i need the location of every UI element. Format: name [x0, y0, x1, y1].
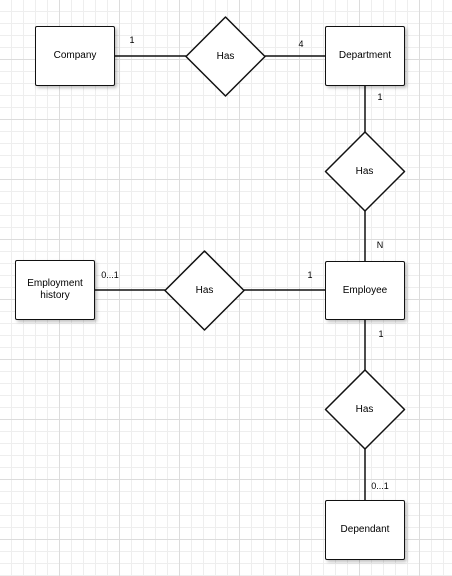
entity-company[interactable]: Company — [35, 26, 115, 86]
relationship-diamond-employee-dependant — [324, 369, 406, 450]
entity-employee[interactable]: Employee — [325, 261, 405, 320]
cardinality-employee-top: N — [376, 240, 384, 250]
relationship-diamond-company-department — [185, 16, 266, 97]
relationship-diamond-employee-history — [164, 250, 245, 331]
entity-dependant-label: Dependant — [340, 524, 390, 535]
entity-department[interactable]: Department — [325, 26, 405, 86]
cardinality-employee-bottom: 1 — [378, 329, 384, 339]
cardinality-employee-left: 1 — [307, 270, 313, 280]
cardinality-department-top: 4 — [298, 39, 304, 49]
cardinality-dependant: 0...1 — [371, 481, 389, 491]
cardinality-department-bottom: 1 — [377, 92, 383, 102]
relationship-diamond-department-employee — [324, 131, 406, 212]
entity-department-label: Department — [338, 50, 392, 61]
cardinality-history: 0...1 — [101, 270, 119, 280]
entity-employment-history[interactable]: Employment history — [15, 260, 95, 320]
entity-company-label: Company — [53, 50, 97, 61]
entity-employment-history-label: Employment history — [27, 278, 83, 301]
cardinality-company: 1 — [129, 35, 135, 45]
entity-employee-label: Employee — [342, 284, 388, 296]
entity-dependant[interactable]: Dependant — [325, 500, 405, 560]
